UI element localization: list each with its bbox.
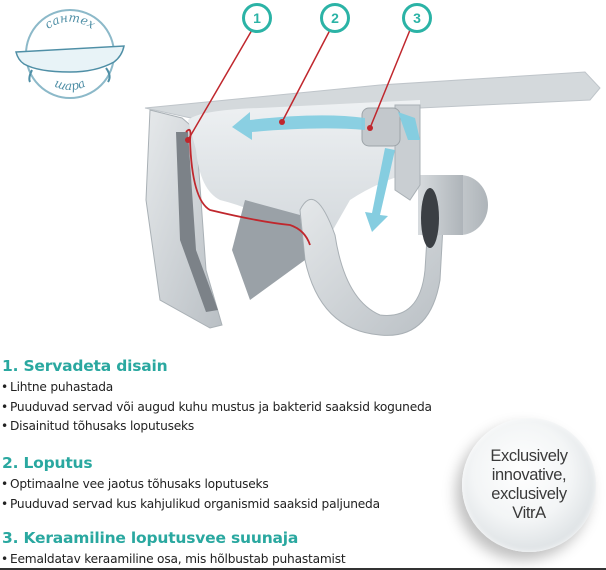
bullet-list: Eemaldatav keraamiline osa, mis hõlbusta…: [0, 550, 346, 570]
bottom-divider: [0, 568, 606, 570]
callout-1: 1: [242, 3, 272, 33]
bathtub-icon: сантех шара: [15, 9, 125, 99]
bullet-item: Optimaalne vee jaotus tõhusaks loputusek…: [0, 475, 380, 495]
vitra-badge: Exclusively innovative, exclusively Vitr…: [462, 418, 596, 552]
badge-line: exclusively: [491, 485, 567, 503]
section-title: 3. Keraamiline loputusvee suunaja: [2, 529, 299, 547]
callout-3: 3: [402, 3, 432, 33]
santeh-shara-logo: сантех шара: [6, 4, 134, 104]
bullet-item: Lihtne puhastada: [0, 378, 432, 398]
section-ceramic-deflector: 3. Keraamiline loputusvee suunaja Eemald…: [0, 527, 346, 570]
section-flushing: 2. Loputus Optimaalne vee jaotus tõhusak…: [0, 452, 380, 514]
bullet-item: Disainitud tõhusaks loputuseks: [0, 417, 432, 437]
toilet-cross-section-illustration: 1 2 3: [144, 3, 601, 336]
section-title: 1. Servadeta disain: [2, 357, 168, 375]
badge-line: VitrA: [512, 504, 546, 522]
bullet-item: Eemaldatav keraamiline osa, mis hõlbusta…: [0, 550, 346, 570]
bullet-list: Lihtne puhastada Puuduvad servad või aug…: [0, 378, 432, 437]
toilet-diagram: [144, 29, 601, 336]
badge-text: Exclusively innovative, exclusively Vitr…: [490, 447, 568, 523]
badge-line: innovative,: [491, 466, 567, 484]
callout-2: 2: [320, 3, 350, 33]
svg-text:шара: шара: [53, 76, 87, 93]
section-rimless-design: 1. Servadeta disain Lihtne puhastada Puu…: [0, 355, 432, 437]
section-title: 2. Loputus: [2, 454, 93, 472]
bullet-list: Optimaalne vee jaotus tõhusaks loputusek…: [0, 475, 380, 514]
bullet-item: Puuduvad servad või augud kuhu mustus ja…: [0, 398, 432, 418]
badge-line: Exclusively: [490, 447, 568, 465]
svg-text:сантех: сантех: [42, 10, 98, 31]
bullet-item: Puuduvad servad kus kahjulikud organismi…: [0, 495, 380, 515]
